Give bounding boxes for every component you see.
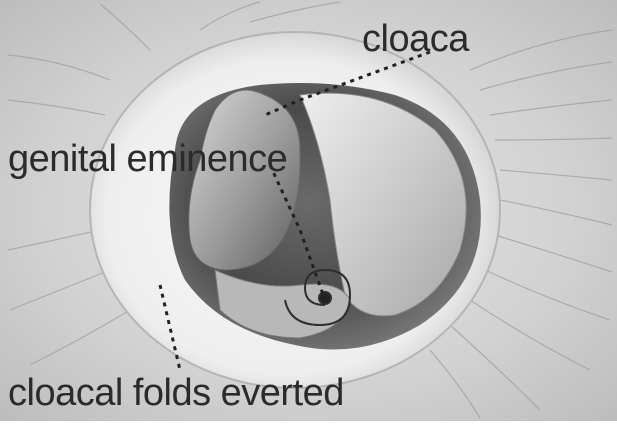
label-cloacal-folds-everted: cloacal folds everted: [8, 374, 344, 412]
label-genital-eminence: genital eminence: [8, 140, 287, 178]
label-cloaca: cloaca: [362, 20, 469, 58]
